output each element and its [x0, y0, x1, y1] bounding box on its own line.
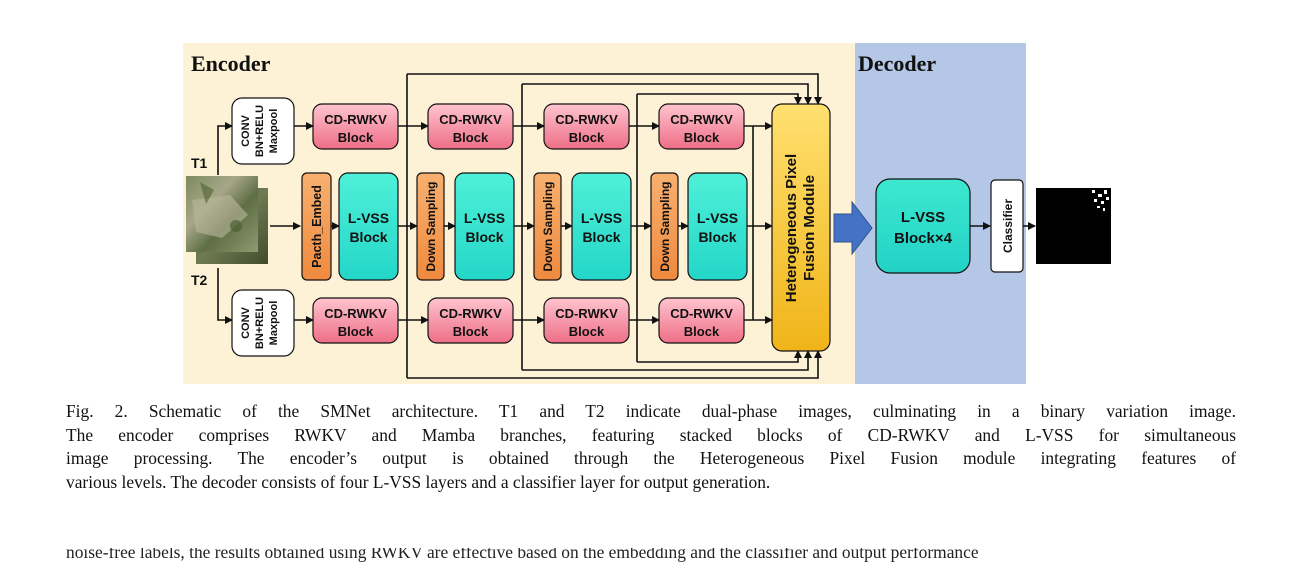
caption-line-1: Fig. 2. Schematic of the SMNet architect… [66, 401, 1236, 421]
classifier-block: Classifier [990, 179, 1024, 273]
patch-embed-label: Pacth_Embed [310, 185, 324, 268]
output-binary-change-map [1036, 188, 1111, 264]
cd-rwkv-label-line2: Block [338, 324, 374, 339]
cd-rwkv-label-line2: Block [569, 324, 605, 339]
input-images-t1-t2 [186, 176, 268, 264]
cd-rwkv-block-bottom-1: CD-RWKV Block [312, 297, 399, 344]
figure-caption: Fig. 2. Schematic of the SMNet architect… [66, 400, 1236, 494]
lvss-label-line1: L-VSS [581, 210, 622, 226]
encoder-to-decoder-arrow [833, 200, 873, 256]
lvss-block-2: L-VSS Block [454, 172, 515, 281]
down-sampling-label: Down Sampling [424, 182, 438, 272]
cd-rwkv-label-line2: Block [684, 324, 720, 339]
conv-label-line-3: Maxpool [268, 109, 280, 154]
encoder-title: Encoder [191, 51, 271, 76]
cd-rwkv-label-line1: CD-RWKV [324, 112, 387, 127]
lvss-label-line2: Block [465, 229, 503, 245]
lvss-label-line2: Block [582, 229, 620, 245]
caption-line-4: various levels. The decoder consists of … [66, 471, 771, 492]
caption-line-2: The encoder comprises RWKV and Mamba bra… [66, 424, 1236, 445]
cd-rwkv-label-line2: Block [338, 130, 374, 145]
decoder-title: Decoder [858, 51, 936, 76]
connector-lines [217, 73, 822, 379]
svg-text:Fusion Module: Fusion Module [801, 175, 818, 281]
heterogeneous-pixel-fusion-module: Heterogeneous Pixel Fusion Module [771, 103, 831, 352]
t1-label: T1 [191, 155, 208, 171]
cd-rwkv-block-bottom-3: CD-RWKV Block [543, 297, 630, 344]
lvss-block-4: L-VSS Block [687, 172, 748, 281]
down-sampling-block-2: Down Sampling [533, 172, 562, 281]
fusion-label-line1: Heterogeneous Pixel [783, 154, 800, 302]
cut-off-body-text: noise-free labels, the results obtained … [66, 548, 979, 562]
classifier-label: Classifier [1001, 199, 1015, 253]
cd-rwkv-label-line1: CD-RWKV [670, 112, 733, 127]
cd-rwkv-block-top-4: CD-RWKV Block [658, 103, 745, 150]
conv-label-line-2: BN+RELU [254, 105, 266, 157]
cd-rwkv-label-line1: CD-RWKV [670, 306, 733, 321]
cd-rwkv-label-line2: Block [453, 324, 489, 339]
cd-rwkv-block-bottom-4: CD-RWKV Block [658, 297, 745, 344]
patch-embed-block: Pacth_Embed [301, 172, 332, 281]
cd-rwkv-label-line2: Block [684, 130, 720, 145]
lvss-label-line1: L-VSS [464, 210, 505, 226]
down-sampling-label: Down Sampling [658, 182, 672, 272]
lvss-block-1: L-VSS Block [338, 172, 399, 281]
conv-label-line-1: CONV [240, 114, 252, 146]
cd-rwkv-label-line1: CD-RWKV [324, 306, 387, 321]
lvss-label-line1: L-VSS [697, 210, 738, 226]
cd-rwkv-block-bottom-2: CD-RWKV Block [427, 297, 514, 344]
decoder-lvss-label-line2: Block×4 [894, 230, 953, 247]
caption-line-3: image processing. The encoder’s output i… [66, 448, 1236, 468]
conv-label-line-1: CONV [240, 306, 252, 338]
down-sampling-block-1: Down Sampling [416, 172, 445, 281]
cd-rwkv-label-line2: Block [453, 130, 489, 145]
t2-label: T2 [191, 272, 208, 288]
conv-label-line-3: Maxpool [268, 301, 280, 346]
cd-rwkv-block-top-1: CD-RWKV Block [312, 103, 399, 150]
cd-rwkv-block-top-3: CD-RWKV Block [543, 103, 630, 150]
cd-rwkv-label-line1: CD-RWKV [555, 112, 618, 127]
decoder-lvss-label-line1: L-VSS [901, 209, 945, 226]
cd-rwkv-block-top-2: CD-RWKV Block [427, 103, 514, 150]
fusion-label-line2: Fusion Module [801, 175, 818, 281]
lvss-label-line2: Block [698, 229, 736, 245]
cd-rwkv-label-line2: Block [569, 130, 605, 145]
down-sampling-label: Down Sampling [541, 182, 555, 272]
cd-rwkv-label-line1: CD-RWKV [439, 306, 502, 321]
decoder-lvss-block: L-VSS Block×4 [875, 178, 971, 274]
smnet-architecture-diagram: Encoder Decoder [183, 43, 1111, 384]
lvss-label-line2: Block [349, 229, 387, 245]
cd-rwkv-label-line1: CD-RWKV [439, 112, 502, 127]
svg-text:Heterogeneous Pixel: Heterogeneous Pixel [783, 154, 800, 302]
conv-label-line-2: BN+RELU [254, 297, 266, 349]
lvss-label-line1: L-VSS [348, 210, 389, 226]
cd-rwkv-label-line1: CD-RWKV [555, 306, 618, 321]
down-sampling-block-3: Down Sampling [650, 172, 679, 281]
lvss-block-3: L-VSS Block [571, 172, 632, 281]
